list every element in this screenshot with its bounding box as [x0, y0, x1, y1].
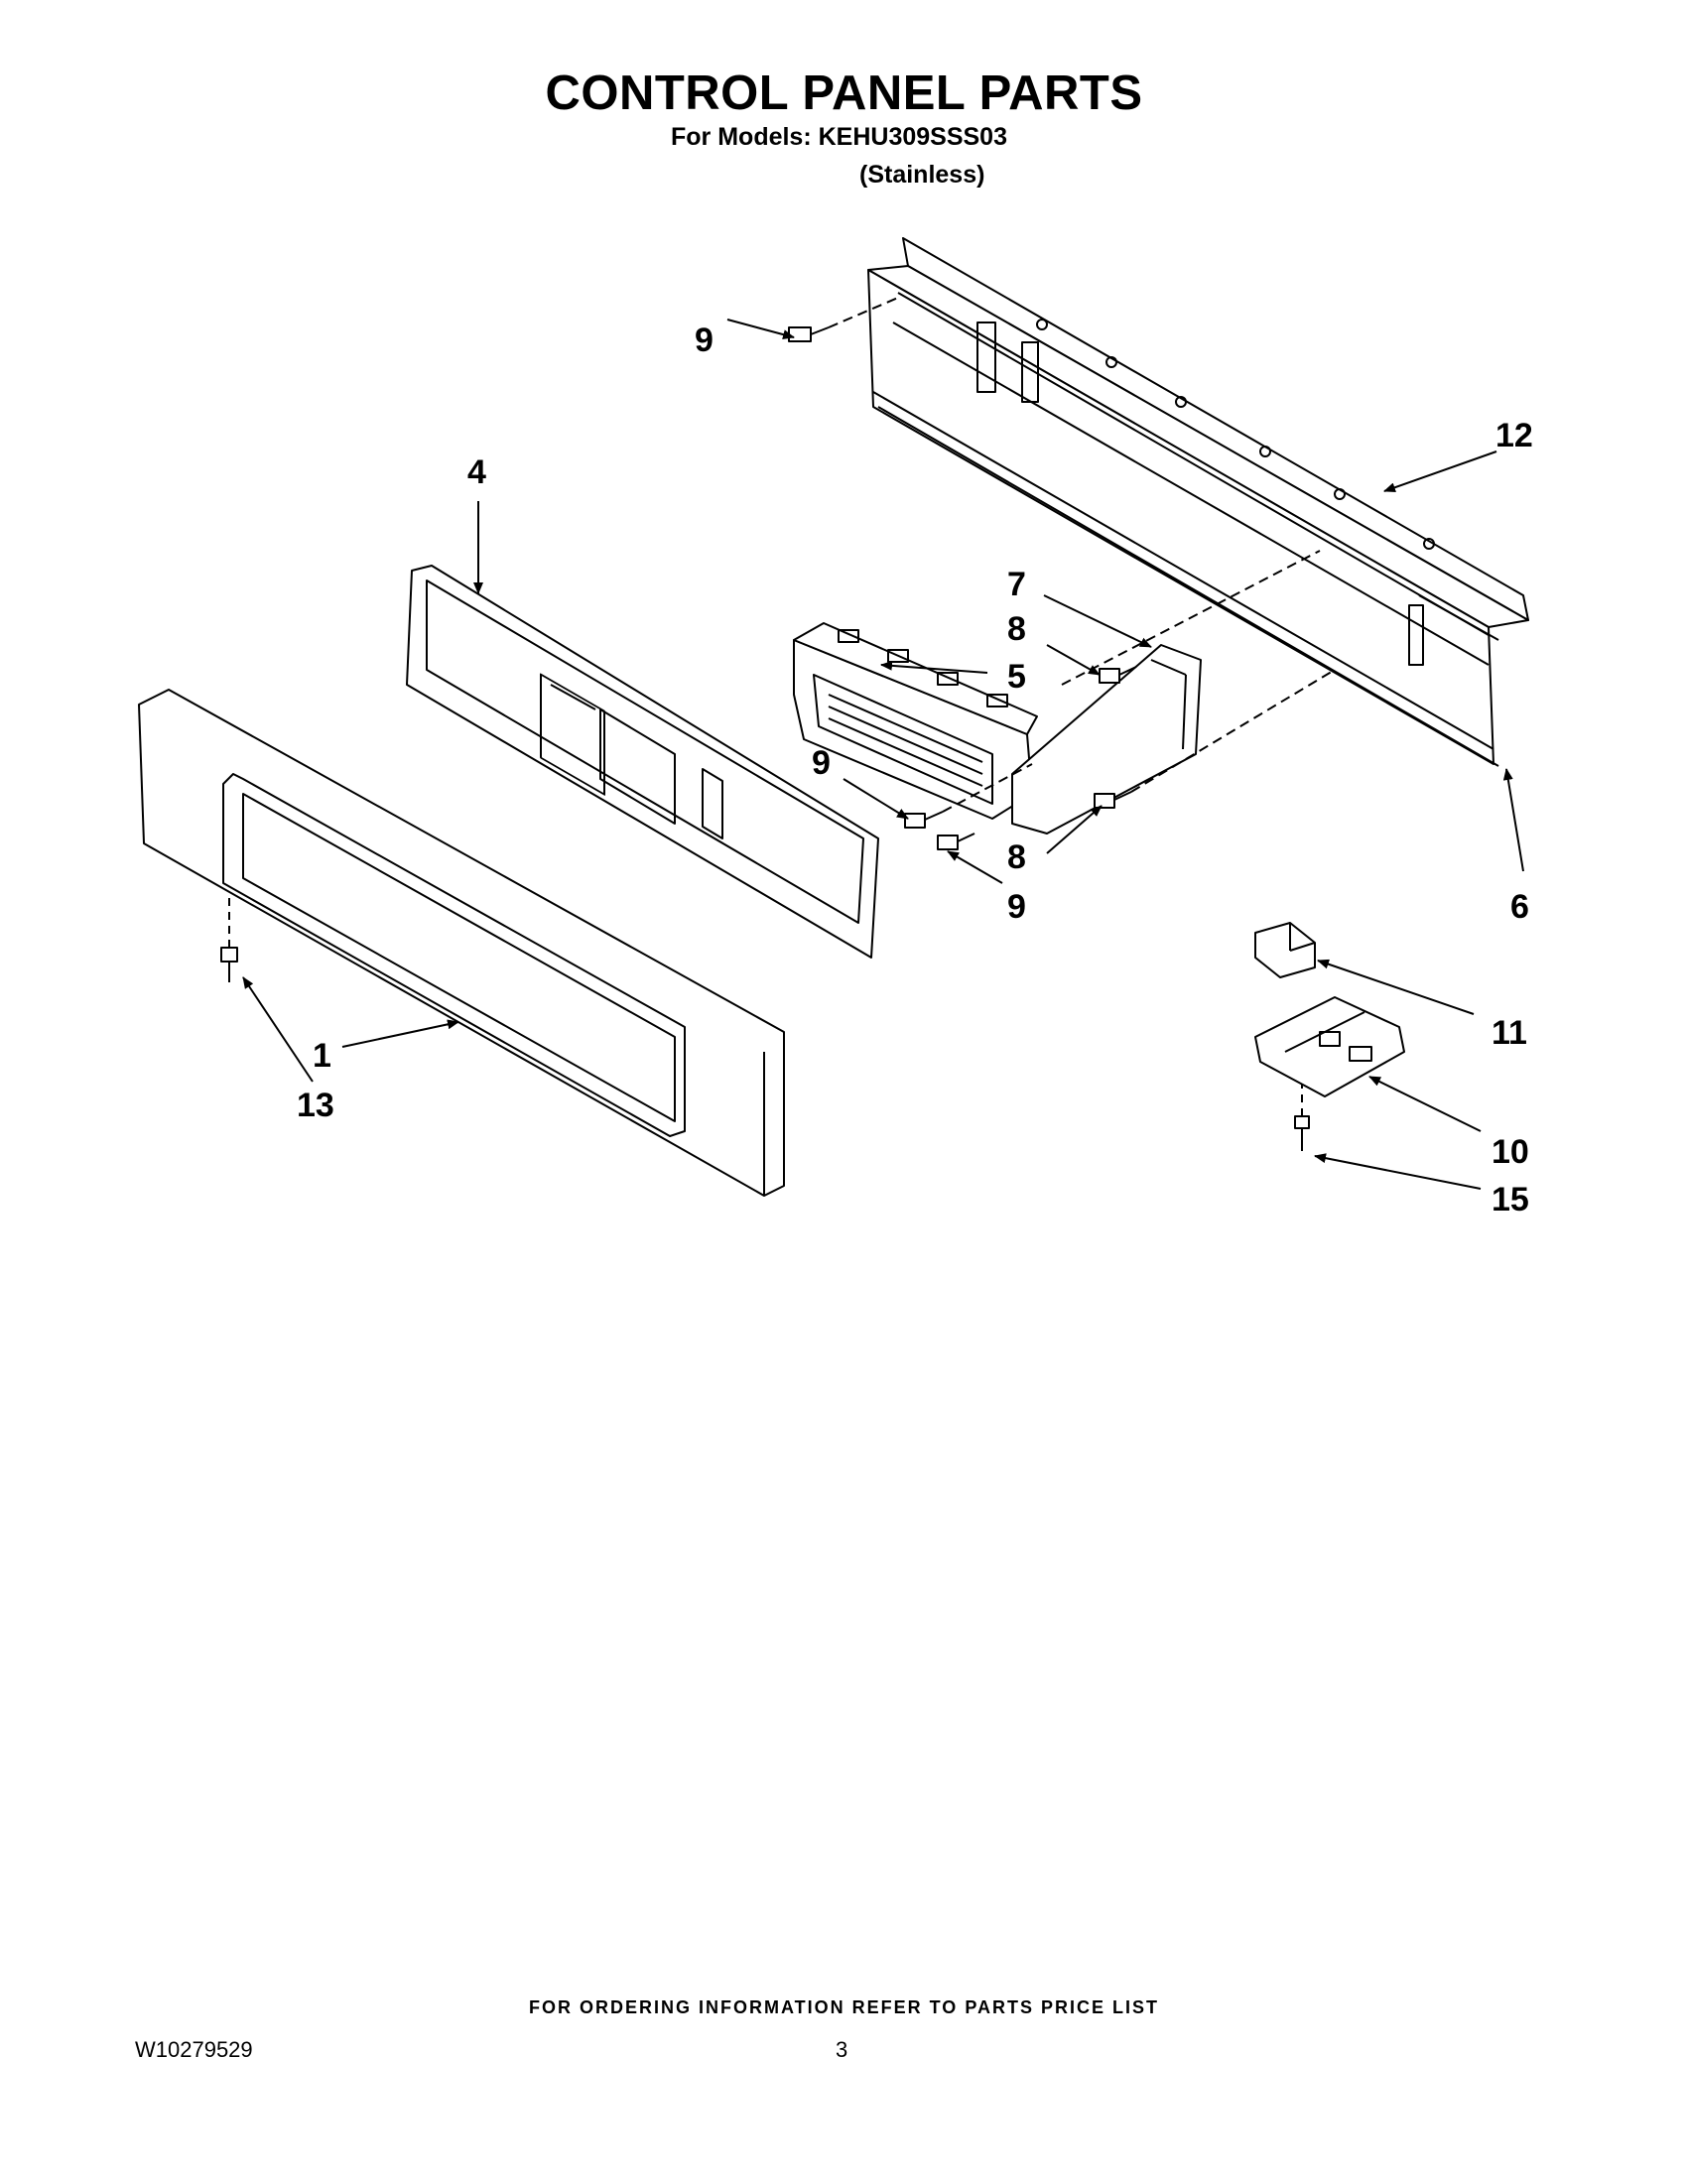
callout-12: 12	[1495, 417, 1533, 454]
callout-13: 13	[297, 1087, 334, 1124]
callout-8-lower: 8	[1007, 838, 1026, 876]
callout-10: 10	[1492, 1133, 1529, 1171]
document-number: W10279529	[135, 2037, 253, 2062]
callout-1: 1	[313, 1037, 331, 1075]
board-bracket-part	[1011, 644, 1202, 835]
control-panel-frame-part	[138, 689, 785, 1197]
page-number: 3	[836, 2037, 848, 2062]
callout-8-upper: 8	[1007, 610, 1026, 648]
callout-6: 6	[1510, 888, 1529, 926]
callout-5: 5	[1007, 658, 1026, 696]
callout-9-lower: 9	[1007, 888, 1026, 926]
callout-9-middle: 9	[812, 744, 831, 782]
mounting-bracket-part	[867, 237, 1529, 767]
circuit-board-part	[1254, 996, 1405, 1097]
screw-9-middle	[904, 811, 944, 829]
callout-15: 15	[1492, 1181, 1529, 1219]
callout-7: 7	[1007, 566, 1026, 603]
screw-9-top	[788, 326, 830, 342]
control-overlay-part	[406, 565, 879, 959]
model-variant: (Stainless)	[859, 161, 985, 189]
relay-part	[1254, 922, 1316, 978]
ordering-note: FOR ORDERING INFORMATION REFER TO PARTS …	[528, 1997, 1159, 2017]
screw-8-lower	[1094, 791, 1132, 809]
callout-4: 4	[467, 453, 486, 491]
model-subtitle: For Models: KEHU309SSS03	[671, 123, 1007, 151]
page-title: CONTROL PANEL PARTS	[545, 66, 1143, 120]
callout-9-top: 9	[695, 321, 714, 359]
screw-13	[220, 947, 238, 982]
screw-9-lower	[937, 833, 975, 850]
callout-11: 11	[1492, 1014, 1527, 1052]
screw-8-upper	[1099, 666, 1137, 684]
screw-15	[1294, 1115, 1310, 1151]
control-board-part	[793, 622, 1038, 820]
